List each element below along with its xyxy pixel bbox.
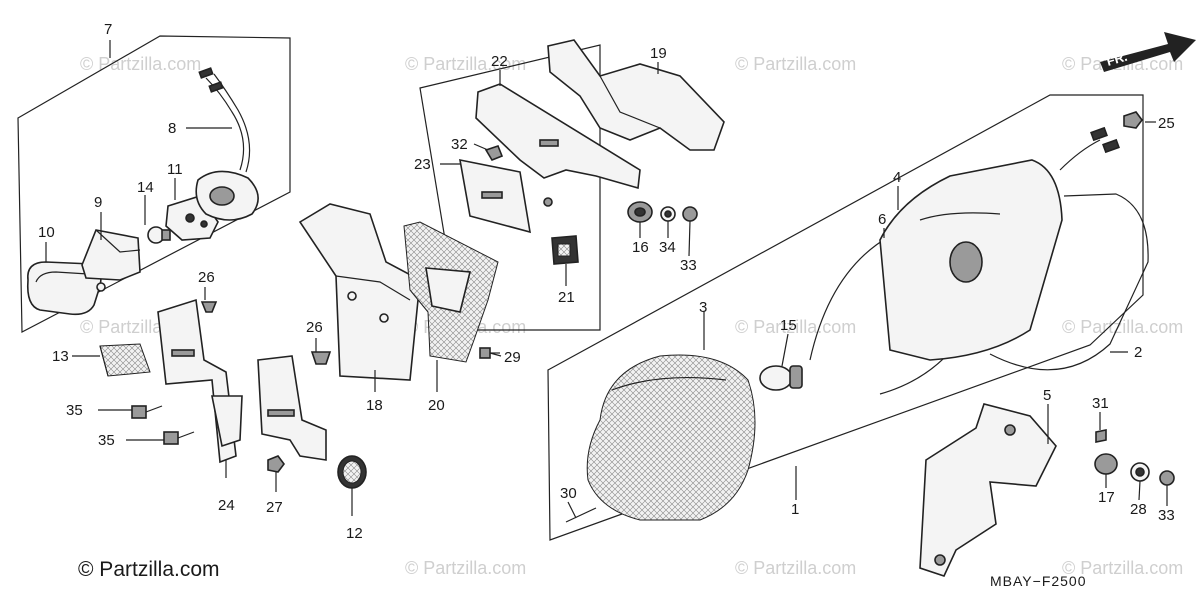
callout-27: 27 <box>266 499 283 516</box>
watermark: © Partzilla.com <box>735 54 856 74</box>
callout-26: 26 <box>198 269 215 286</box>
part-12-reflector <box>337 455 367 489</box>
callout-30: 30 <box>560 485 577 502</box>
part-32-nut <box>484 145 504 161</box>
callout-21: 21 <box>558 289 575 306</box>
part-13-reflector <box>99 343 151 377</box>
part-9-case <box>81 229 141 292</box>
part-35-bolt <box>131 405 163 419</box>
part-26-screw <box>310 351 332 365</box>
callout-22: 22 <box>491 53 508 70</box>
callout-7: 7 <box>104 21 112 38</box>
callout-20: 20 <box>428 397 445 414</box>
part-34-washer <box>660 206 676 222</box>
watermark: © Partzilla.com <box>405 54 526 74</box>
watermark: © Partzilla.com <box>405 558 526 578</box>
leader-lines <box>45 40 1168 519</box>
watermark: © Partzilla.com <box>1062 558 1183 578</box>
direction-label: FR. <box>1105 49 1129 69</box>
callout-25: 25 <box>1158 115 1175 132</box>
part-31-bolt <box>1095 429 1107 443</box>
callout-9: 9 <box>94 194 102 211</box>
part-33-nut <box>682 206 698 222</box>
callout-31: 31 <box>1092 395 1109 412</box>
part-21-clip <box>551 235 579 265</box>
callout-12: 12 <box>346 525 363 542</box>
callout-10: 10 <box>38 224 55 241</box>
part-26-screw <box>200 301 218 313</box>
callout-4: 4 <box>893 169 901 186</box>
callout-32: 32 <box>451 136 468 153</box>
callout-26: 26 <box>306 319 323 336</box>
part-3-lens <box>586 354 756 521</box>
part-30-screw <box>565 507 597 523</box>
part-14-bulb <box>147 226 171 244</box>
part-22-bracket <box>459 83 641 234</box>
part-17-grommet <box>1094 453 1118 475</box>
part-15-bulb <box>759 365 803 391</box>
part-19-cover <box>547 39 725 151</box>
part-35-bolt <box>163 431 195 445</box>
callout-35: 35 <box>98 432 115 449</box>
callout-19: 19 <box>650 45 667 62</box>
part-5-bracket <box>919 403 1057 577</box>
callout-2: 2 <box>1134 344 1142 361</box>
watermark: © Partzilla.com <box>735 558 856 578</box>
callout-1: 1 <box>791 501 799 518</box>
watermark: © Partzilla.com <box>735 317 856 337</box>
callout-16: 16 <box>632 239 649 256</box>
callout-8: 8 <box>168 120 176 137</box>
part-33-nut <box>1159 470 1175 486</box>
part-16-grommet <box>627 201 653 223</box>
callout-11: 11 <box>167 161 183 178</box>
callout-34: 34 <box>659 239 676 256</box>
callout-33: 33 <box>1158 507 1175 524</box>
callout-6: 6 <box>878 211 886 228</box>
part-20-mudguard-inner <box>403 221 499 363</box>
callout-15: 15 <box>780 317 797 334</box>
front-direction-arrow: FR. <box>1100 32 1196 72</box>
part-24-bracket <box>157 298 327 464</box>
callout-29: 29 <box>504 349 521 366</box>
diagram-code: MBAY−F2500 <box>990 573 1087 589</box>
sub-assembly-frame-7 <box>17 35 291 333</box>
watermark: © Partzilla.com <box>80 54 201 74</box>
part-25-nut <box>1123 111 1143 129</box>
part-8-harness <box>195 67 259 221</box>
callout-33: 33 <box>680 257 697 274</box>
callout-14: 14 <box>137 179 154 196</box>
part-28-collar <box>1130 462 1150 482</box>
callout-18: 18 <box>366 397 383 414</box>
callout-24: 24 <box>218 497 235 514</box>
callout-35: 35 <box>66 402 83 419</box>
callout-28: 28 <box>1130 501 1147 518</box>
part-2-seal <box>989 193 1149 371</box>
part-27-nut <box>267 455 285 473</box>
callout-3: 3 <box>699 299 707 316</box>
callouts: 7 8 9 10 11 14 26 13 35 35 24 27 26 12 1… <box>38 21 1175 542</box>
callout-5: 5 <box>1043 387 1051 404</box>
watermark: © Partzilla.com <box>1062 317 1183 337</box>
callout-17: 17 <box>1098 489 1115 506</box>
part-10-lens <box>26 261 102 316</box>
callout-13: 13 <box>52 348 69 365</box>
sub-assembly-frame-1 <box>547 94 1144 541</box>
part-4-housing <box>879 126 1120 361</box>
partzilla-watermark: © Partzilla.com <box>78 558 220 581</box>
callout-23: 23 <box>414 156 431 173</box>
